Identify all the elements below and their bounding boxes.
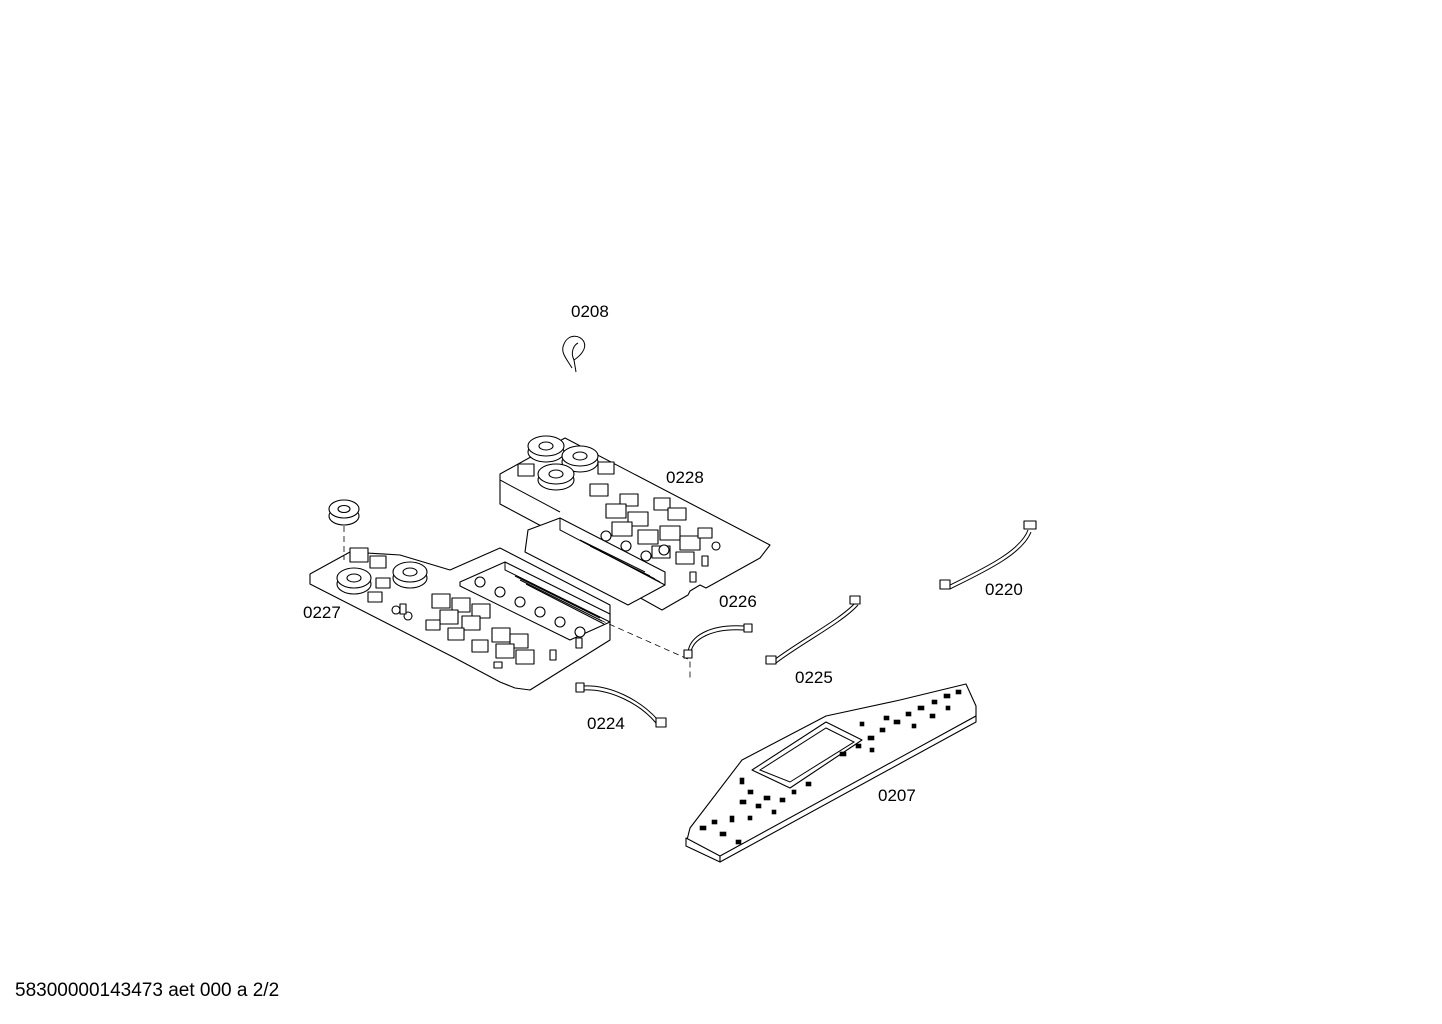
part-0228-power-board: [499, 435, 771, 611]
label-part-0207: 0207: [878, 786, 916, 805]
drawing-reference-number: 58300000143473 aet 000 a 2/2: [15, 980, 280, 1001]
label-part-0227: 0227: [303, 603, 341, 622]
part-0225-cable: [765, 595, 861, 665]
label-part-0220: 0220: [985, 580, 1023, 599]
label-part-0225: 0225: [795, 668, 833, 687]
part-0227-power-board: [309, 499, 691, 691]
part-0207-control-panel: [685, 683, 977, 863]
part-0226-cable: [683, 623, 753, 659]
label-part-0224: 0224: [587, 714, 625, 733]
part-0220-cable: [939, 520, 1037, 590]
part-0208-clip: [562, 335, 586, 373]
label-part-0226: 0226: [719, 592, 757, 611]
label-part-0228: 0228: [666, 468, 704, 487]
label-part-0208: 0208: [571, 302, 609, 321]
part-0224-cable: [575, 682, 667, 728]
